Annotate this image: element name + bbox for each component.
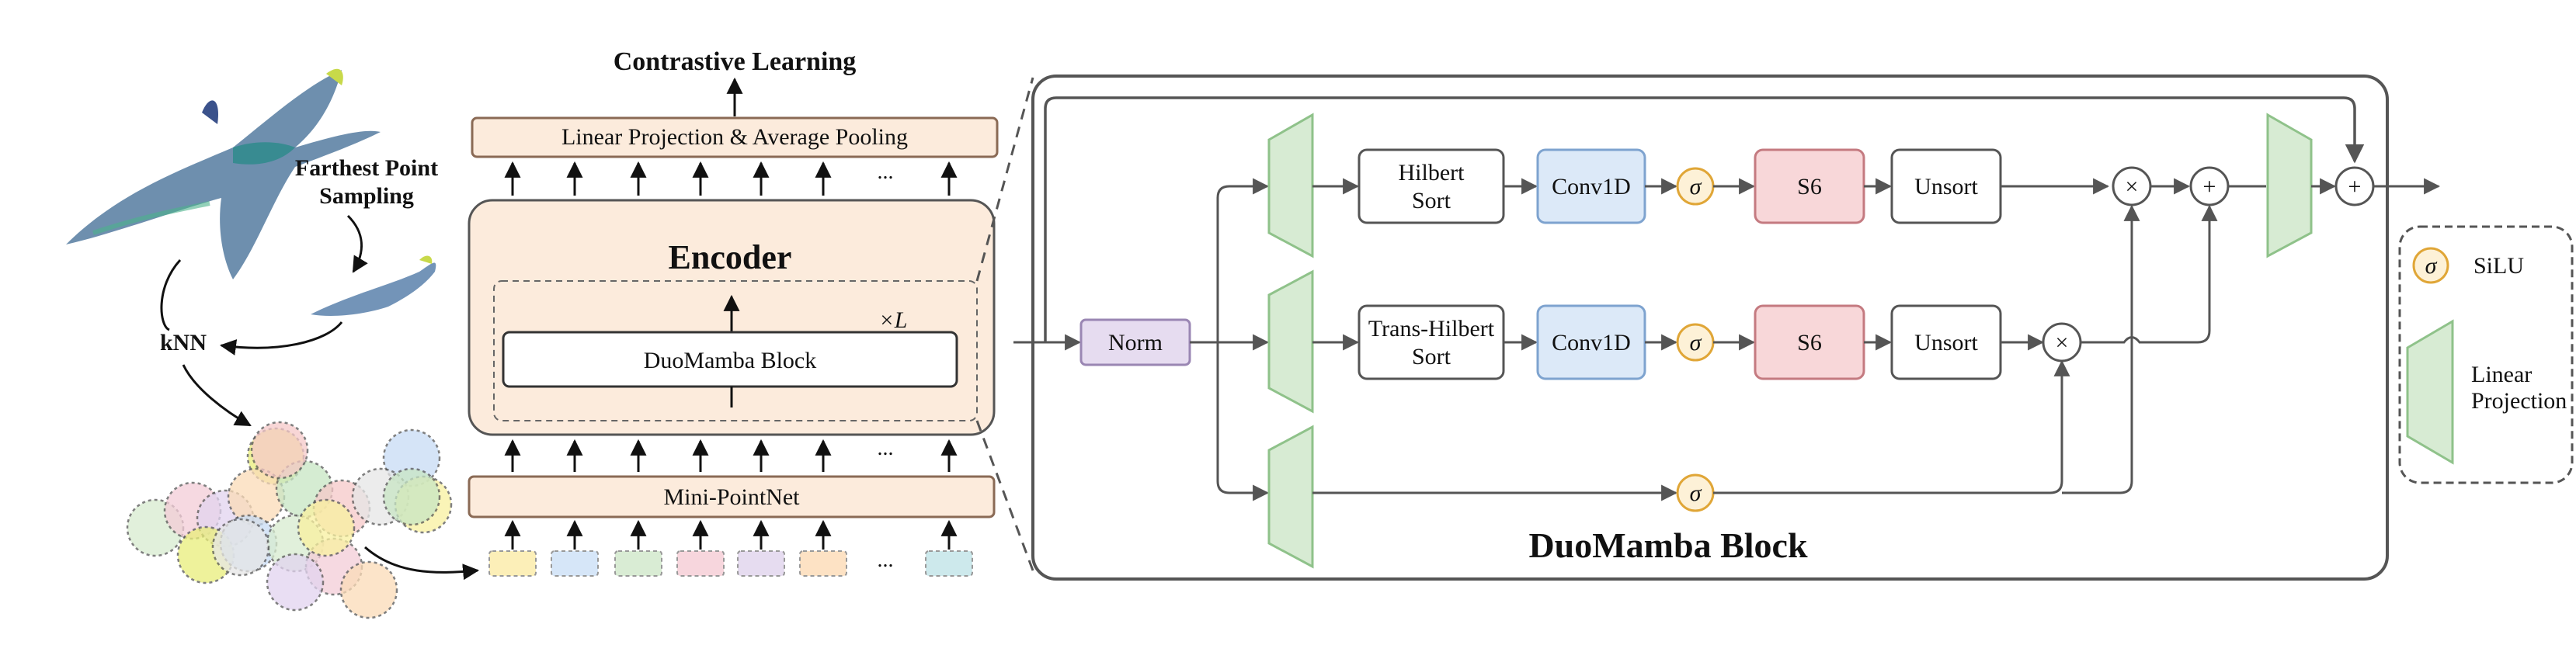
contrastive-learning-title: Contrastive Learning [614, 47, 857, 76]
conv1d-label-1: Conv1D [1552, 174, 1631, 199]
repeat-label: ×L [879, 307, 908, 333]
silu-symbol-2: σ [1690, 330, 1702, 355]
knn-arrow-in [219, 321, 343, 355]
norm-to-proj3-arrow [1216, 342, 1270, 501]
mult2-to-add-arrow [2081, 204, 2218, 344]
hilbert-sort-line1: Hilbert [1399, 160, 1465, 186]
s6-label-1: S6 [1797, 174, 1822, 199]
point-patch-18 [250, 421, 309, 480]
legend-silu-symbol: σ [2425, 253, 2438, 279]
unsort-label-1: Unsort [1914, 174, 1978, 199]
gate-to-mult1-arrow [2062, 204, 2140, 494]
residual-connection [1044, 96, 2365, 342]
token-ellipsis: ... [878, 548, 894, 572]
unsort-label-2: Unsort [1914, 330, 1978, 355]
point-patch-20 [297, 498, 356, 557]
linear-projection-3 [1267, 425, 1314, 569]
legend-silu-icon [2412, 247, 2449, 284]
legend-silu-label: SiLU [2473, 253, 2524, 279]
point-patch-17 [382, 467, 441, 526]
residual-add-symbol: + [2348, 174, 2362, 199]
duomamba-detail-title: DuoMamba Block [1528, 525, 1808, 565]
airplane-point-cloud [66, 68, 381, 279]
encoder-title: Encoder [669, 238, 792, 276]
linear-projection-1 [1267, 113, 1314, 258]
linear-projection-pooling-box [471, 116, 999, 158]
patches-to-tokens-arrow [364, 546, 480, 581]
patch-token-3 [614, 550, 662, 577]
point-cloud-pipeline: Farthest Point Sampling kNN [66, 68, 480, 619]
zoom-line-top [975, 77, 1034, 282]
trans-hilbert-sort-line2: Sort [1412, 344, 1451, 369]
add-symbol: + [2203, 174, 2216, 199]
conv1d-label-2: Conv1D [1552, 330, 1631, 355]
fps-label-line2: Sampling [319, 183, 414, 209]
patch-token-7 [925, 550, 973, 577]
fps-label-line1: Farthest Point [295, 155, 438, 181]
legend-projection-line1: Linear [2471, 362, 2532, 387]
multiply-symbol-2: × [2056, 330, 2069, 355]
s6-label-2: S6 [1797, 330, 1822, 355]
linear-projection-2 [1267, 269, 1314, 414]
duomamba-block-label: DuoMamba Block [644, 348, 816, 373]
multiply-symbol-1: × [2126, 174, 2139, 199]
patch-token-5 [737, 550, 785, 577]
patch-token-4 [676, 550, 725, 577]
knn-arrow-curve [160, 258, 182, 331]
point-patch-19 [211, 518, 270, 577]
duomamba-detail: DuoMamba Block Norm Hilbert Sort Conv1D … [1013, 75, 2441, 581]
patch-token-1 [488, 550, 537, 577]
encoder-top-arrows [504, 161, 958, 196]
silu-symbol-1: σ [1690, 174, 1702, 199]
legend: σ SiLU Linear Projection [2398, 225, 2574, 484]
token-arrows [504, 519, 958, 550]
encoder-bottom-arrows [504, 439, 958, 472]
fps-arrow [346, 214, 368, 273]
encoder-top-ellipsis: ... [878, 160, 894, 184]
norm-label: Norm [1108, 330, 1163, 355]
patch-token-6 [799, 550, 847, 577]
hilbert-sort-line2: Sort [1412, 188, 1451, 213]
point-patch-16 [339, 560, 398, 619]
encoder-bottom-ellipsis: ... [878, 436, 894, 460]
legend-projection-icon [2406, 319, 2454, 465]
knn-label: kNN [160, 330, 207, 355]
patch-token-2 [551, 550, 599, 577]
gate-to-mult2-arrow [1713, 359, 2070, 494]
zoom-line-bottom [975, 420, 1034, 571]
trans-hilbert-sort-line1: Trans-Hilbert [1368, 316, 1495, 342]
legend-projection-line2: Projection [2471, 388, 2567, 414]
output-linear-projection [2266, 113, 2313, 258]
mini-pointnet-box [468, 475, 996, 518]
duomamba-block-box [502, 331, 958, 388]
encoder-section: Contrastive Learning Linear Projection &… [468, 47, 1034, 577]
point-patch-15 [266, 553, 325, 612]
norm-to-proj1-arrow [1216, 178, 1270, 342]
point-patches [126, 421, 453, 619]
sampled-point-cloud [311, 255, 436, 316]
patch-tokens [488, 550, 973, 577]
repeat-dashed-box [493, 280, 978, 421]
mini-pointnet-label: Mini-PointNet [663, 484, 800, 510]
linear-projection-pooling-label: Linear Projection & Average Pooling [561, 124, 908, 150]
silu-symbol-3: σ [1690, 480, 1702, 506]
knn-arrow-out [182, 364, 252, 427]
